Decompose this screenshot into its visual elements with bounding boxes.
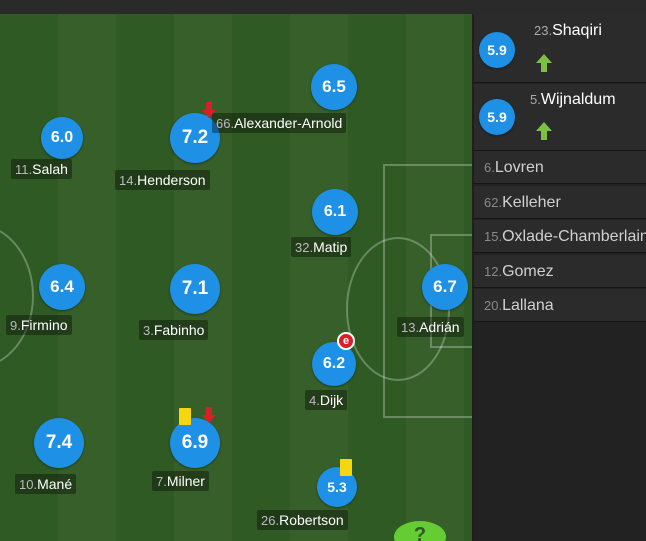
player-name-label: 9.Firmino [6,315,72,335]
rating-bubble: 6.9 [170,418,220,468]
substitutes-panel: 5.9 23.Shaqiri 5.9 5.Wijnaldum 6.Lovren … [474,14,646,541]
penalty-box [383,164,472,418]
help-icon[interactable]: ? [392,515,448,541]
yellow-card-icon [179,408,191,425]
rating-bubble: 7.2 [170,113,220,163]
own-goal-icon: e [337,332,355,350]
player-salah[interactable]: 6.0 11.Salah [10,114,130,184]
sub-out-arrow-icon [202,102,216,118]
player-dijk[interactable]: 6.2 e 4.Dijk [300,330,420,415]
player-firmino[interactable]: 6.4 9.Firmino [0,262,120,342]
rating-bubble: 6.4 [39,264,85,310]
player-name-label: 3.Fabinho [139,320,209,340]
player-alexander-arnold[interactable]: 6.5 66.Alexander-Arnold [210,62,360,142]
rating-bubble: 6.1 [312,189,358,235]
player-name-label: 13.Adrián [397,317,464,337]
player-name-label: 66.Alexander-Arnold [212,113,347,133]
player-name-label: 32.Matip [291,237,352,257]
substitute-name: 5.Wijnaldum [530,91,616,108]
bench-row[interactable]: 12.Gomez [474,255,646,288]
player-milner[interactable]: 6.9 7.Milner [150,405,270,495]
rating-bubble: 6.0 [41,117,83,159]
player-name-label: 4.Dijk [305,390,348,410]
player-adrian[interactable]: 6.7 13.Adrián [395,262,472,342]
player-name-label: 26.Robertson [257,510,348,530]
bench-row[interactable]: 6.Lovren [474,151,646,184]
player-name-label: 14.Henderson [115,170,210,190]
rating-bubble: 5.9 [479,99,515,135]
substitute-row[interactable]: 5.9 23.Shaqiri [474,14,646,83]
player-name-label: 11.Salah [11,159,72,179]
svg-text:?: ? [414,524,426,541]
substitute-name: 23.Shaqiri [534,22,602,39]
player-name-label: 10.Mané [15,474,77,494]
top-bar [0,0,646,14]
rating-bubble: 6.5 [311,64,357,110]
sub-out-arrow-icon [202,407,216,423]
sub-in-arrow-icon [536,122,552,140]
player-mane[interactable]: 7.4 10.Mané [10,415,130,500]
player-robertson[interactable]: 5.3 26.Robertson [255,455,375,540]
bench-row[interactable]: 20.Lallana [474,289,646,322]
player-name-label: 7.Milner [152,471,209,491]
substitute-row[interactable]: 5.9 5.Wijnaldum [474,84,646,151]
bench-row[interactable]: 62.Kelleher [474,186,646,219]
yellow-card-icon [340,459,352,476]
player-matip[interactable]: 6.1 32.Matip [285,187,405,262]
rating-bubble: 5.9 [479,32,515,68]
rating-bubble: 7.1 [170,264,220,314]
player-fabinho[interactable]: 7.1 3.Fabinho [130,262,250,347]
sub-in-arrow-icon [536,54,552,72]
player-henderson[interactable]: 7.2 14.Henderson [115,102,235,195]
bench-row[interactable]: 15.Oxlade-Chamberlain [474,220,646,253]
rating-bubble: 7.4 [34,418,84,468]
rating-bubble: 6.7 [422,264,468,310]
